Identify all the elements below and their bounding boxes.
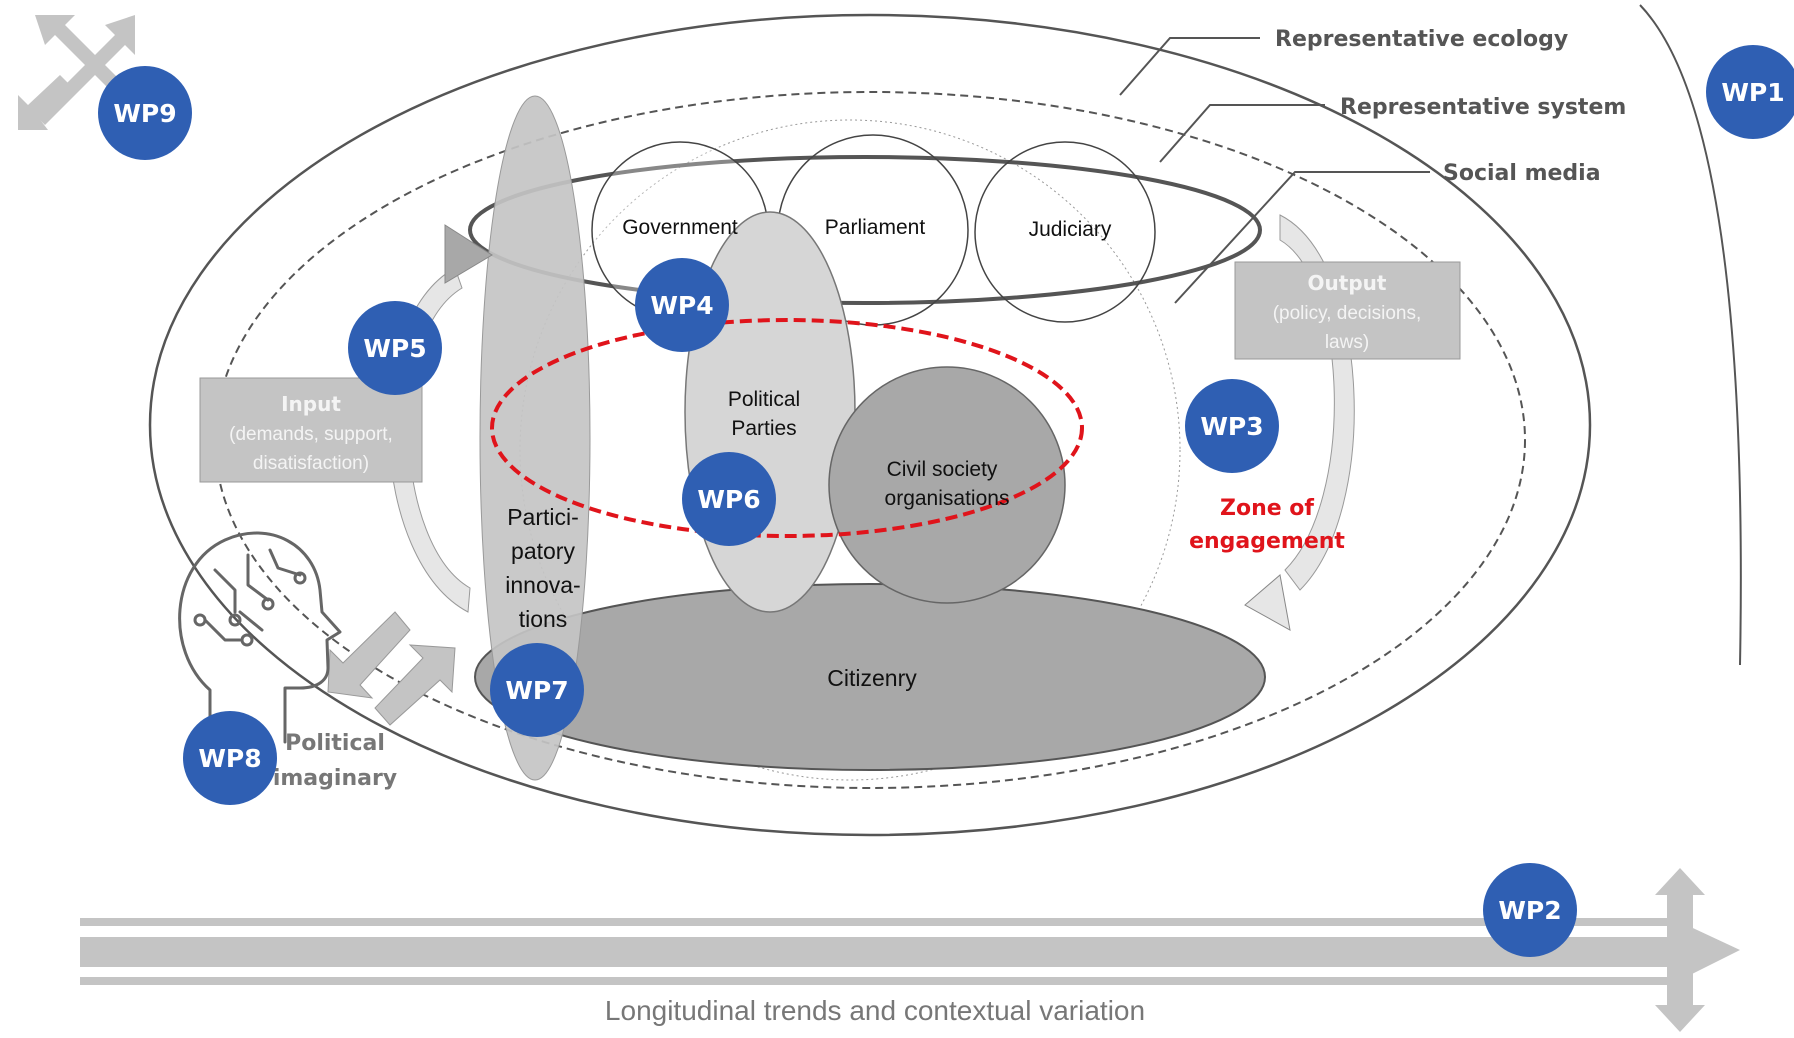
participatory-label-1: Partici- bbox=[507, 504, 579, 530]
parliament-label: Parliament bbox=[825, 216, 926, 239]
cross-arrows-icon bbox=[18, 15, 135, 130]
zone-label-2: engagement bbox=[1189, 529, 1345, 554]
citizenry-label: Citizenry bbox=[827, 665, 917, 691]
parties-label-1: Political bbox=[728, 388, 800, 411]
input-line-1: (demands, support, bbox=[229, 424, 393, 445]
output-line-1: (policy, decisions, bbox=[1273, 303, 1422, 324]
institutions-ellipse bbox=[468, 155, 1262, 305]
longitudinal-label: Longitudinal trends and contextual varia… bbox=[605, 995, 1145, 1026]
judiciary-circle bbox=[974, 141, 1156, 323]
government-label: Government bbox=[622, 216, 738, 239]
head-circuit-icon bbox=[178, 531, 342, 744]
wp3-badge[interactable]: WP3 bbox=[1185, 379, 1279, 473]
wp2-badge[interactable]: WP2 bbox=[1483, 863, 1577, 957]
svg-text:WP6: WP6 bbox=[697, 485, 760, 514]
judiciary-label: Judiciary bbox=[1029, 218, 1112, 241]
timeline-arrow-icon bbox=[80, 868, 1740, 1032]
svg-text:WP2: WP2 bbox=[1498, 896, 1561, 925]
wp1-badge[interactable]: WP1 bbox=[1706, 45, 1794, 139]
wp4-badge[interactable]: WP4 bbox=[635, 258, 729, 352]
imaginary-arrow-in bbox=[327, 611, 411, 699]
svg-text:WP8: WP8 bbox=[198, 744, 261, 773]
civil-society-label-1: Civil society bbox=[887, 458, 998, 481]
input-box bbox=[199, 377, 423, 483]
svg-text:WP1: WP1 bbox=[1721, 78, 1784, 107]
zone-of-engagement-ellipse bbox=[490, 318, 1084, 538]
output-line-2: laws) bbox=[1325, 332, 1369, 353]
participatory-label-3: innova- bbox=[505, 572, 580, 598]
imaginary-arrow-out bbox=[374, 644, 456, 726]
wp9-badge[interactable]: WP9 bbox=[98, 66, 192, 160]
wp7-badge[interactable]: WP7 bbox=[490, 643, 584, 737]
output-title: Output bbox=[1308, 271, 1387, 295]
imaginary-label-1: Political bbox=[285, 731, 385, 756]
ecology-leader bbox=[1119, 37, 1260, 96]
system-label: Representative system bbox=[1340, 95, 1626, 120]
wp6-badge[interactable]: WP6 bbox=[682, 452, 776, 546]
parties-label-2: Parties bbox=[731, 417, 796, 440]
right-divider-curve bbox=[1639, 4, 1742, 666]
svg-text:WP4: WP4 bbox=[650, 291, 713, 320]
svg-text:WP3: WP3 bbox=[1200, 412, 1263, 441]
wp8-badge[interactable]: WP8 bbox=[183, 711, 277, 805]
svg-text:WP7: WP7 bbox=[505, 676, 568, 705]
input-title: Input bbox=[281, 392, 341, 416]
svg-text:WP9: WP9 bbox=[113, 99, 176, 128]
wp5-badge[interactable]: WP5 bbox=[348, 301, 442, 395]
system-leader bbox=[1159, 104, 1325, 163]
ecology-label: Representative ecology bbox=[1275, 27, 1568, 52]
output-arrow-head bbox=[1244, 574, 1291, 631]
input-arrow-head bbox=[444, 224, 493, 284]
svg-text:WP5: WP5 bbox=[363, 334, 426, 363]
participatory-ellipse bbox=[479, 95, 591, 781]
ecology-ellipse bbox=[148, 13, 1592, 837]
citizenry-ellipse bbox=[474, 583, 1266, 771]
civil-society-circle bbox=[828, 366, 1066, 604]
social-media-leader bbox=[1174, 171, 1430, 304]
civil-society-label-2: organisations bbox=[885, 487, 1010, 510]
zone-label-1: Zone of bbox=[1220, 496, 1314, 521]
output-box bbox=[1234, 261, 1461, 360]
participatory-label-2: patory bbox=[511, 538, 575, 564]
input-line-2: disatisfaction) bbox=[253, 453, 369, 474]
imaginary-label-2: imaginary bbox=[273, 766, 397, 791]
participatory-label-4: tions bbox=[519, 606, 568, 632]
social-media-label: Social media bbox=[1443, 161, 1601, 186]
